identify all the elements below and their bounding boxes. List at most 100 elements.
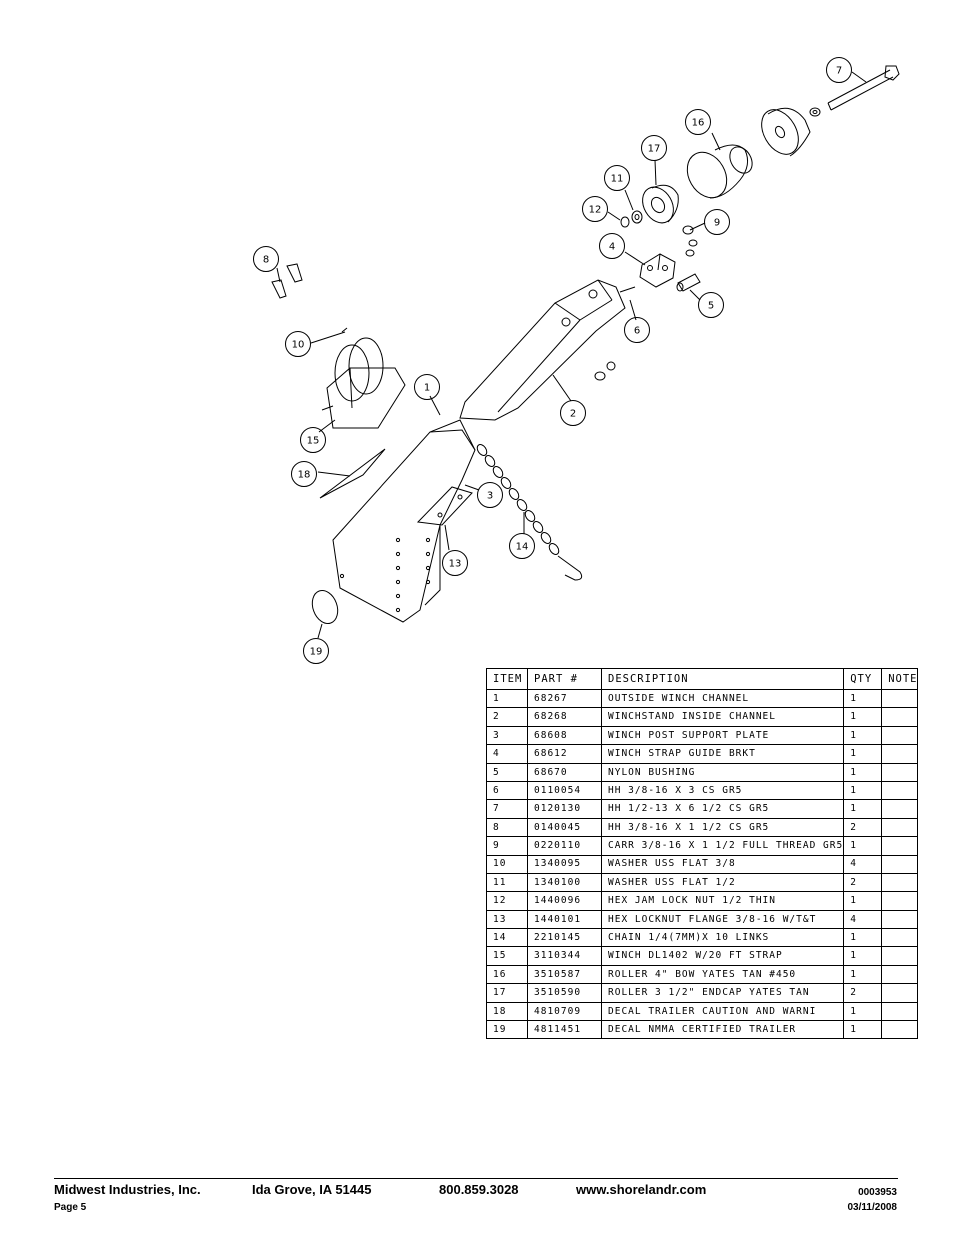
part-11-12-washer-nut [620,210,643,228]
table-cell-qty: 1 [843,946,883,966]
table-cell-qty: 1 [843,762,883,782]
table-cell-part: 3510587 [527,964,602,985]
callout-14: 14 [509,533,535,559]
table-cell-item: 12 [486,891,528,911]
table-cell-qty: 2 [843,983,883,1003]
svg-text:6: 6 [634,326,640,337]
table-cell-note [881,946,919,966]
table-cell-note [881,1020,919,1040]
callout-11: 11 [604,165,630,191]
part-1-outside-channel [332,419,476,623]
svg-text:1: 1 [424,383,430,394]
table-cell-item: 6 [486,780,528,801]
table-cell-part: 1340100 [527,872,602,893]
table-cell-part: 1340095 [527,854,602,874]
column-header-note: NOTE [881,668,919,690]
table-cell-qty: 2 [843,817,883,838]
table-cell-part: 2210145 [527,928,602,948]
table-cell-description: CHAIN 1/4(7MM)X 10 LINKS [600,928,845,948]
part-9-carriage-bolt [682,225,698,257]
table-cell-note [881,891,919,911]
table-cell-description: HEX JAM LOCK NUT 1/2 THIN [600,891,845,911]
table-cell-item: 18 [486,1001,528,1022]
callout-9: 9 [704,209,730,235]
leader-lines [276,71,867,639]
table-cell-part: 4810709 [527,1001,602,1022]
footer-page-number: Page 5 [54,1202,87,1213]
part-18-decal [319,448,386,499]
callout-17: 17 [641,135,667,161]
table-cell-description: WINCH STRAP GUIDE BRKT [600,744,845,764]
table-cell-part: 4811451 [527,1020,602,1040]
callout-3: 3 [477,482,503,508]
table-cell-item: 11 [486,872,528,893]
table-cell-note [881,872,919,893]
column-header-item: ITEM [486,668,528,690]
callout-8: 8 [253,246,279,272]
part-4-strap-guide-bracket [639,253,676,288]
table-cell-part: 0140045 [527,817,602,838]
table-cell-qty: 1 [843,799,883,819]
part-15-winch [321,327,406,429]
svg-text:18: 18 [298,470,311,481]
table-cell-part: 68268 [527,707,602,727]
footer-doc-number: 0003953 [858,1187,897,1198]
table-cell-note [881,817,919,838]
table-cell-qty: 1 [843,725,883,746]
callout-2: 2 [560,400,586,426]
svg-text:12: 12 [589,205,602,216]
svg-text:19: 19 [310,647,323,658]
table-cell-qty: 1 [843,928,883,948]
part-2-inside-channel [459,279,636,421]
callout-7: 7 [826,57,852,83]
table-cell-note [881,909,919,930]
table-cell-item: 2 [486,707,528,727]
table-cell-note [881,725,919,746]
table-cell-description: NYLON BUSHING [600,762,845,782]
table-cell-qty: 1 [843,744,883,764]
table-cell-description: DECAL NMMA CERTIFIED TRAILER [600,1020,845,1040]
column-header-description: DESCRIPTION [600,668,845,690]
table-cell-qty: 1 [843,1001,883,1022]
svg-text:2: 2 [570,409,576,420]
table-cell-item: 1 [486,688,528,709]
table-cell-note [881,836,919,856]
part-16-bow-roller [686,107,811,199]
footer-location: Ida Grove, IA 51445 [252,1182,372,1197]
table-cell-description: ROLLER 3 1/2" ENDCAP YATES TAN [600,983,845,1003]
callout-12: 12 [582,196,608,222]
table-cell-qty: 2 [843,872,883,893]
table-cell-part: 3510590 [527,983,602,1003]
part-5-nylon-bushing [676,273,701,292]
table-cell-qty: 1 [843,964,883,985]
svg-text:17: 17 [648,144,661,155]
callout-1: 1 [414,374,440,400]
table-cell-description: WINCHSTAND INSIDE CHANNEL [600,707,845,727]
part-17-endcap-roller [642,184,679,224]
callout-16: 16 [685,109,711,135]
table-cell-note [881,707,919,727]
footer-website: www.shorelandr.com [576,1182,707,1197]
table-cell-item: 9 [486,836,528,856]
table-cell-item: 14 [486,928,528,948]
svg-text:5: 5 [708,301,714,312]
table-cell-description: WINCH DL1402 W/20 FT STRAP [600,946,845,966]
table-cell-qty: 4 [843,909,883,930]
footer-phone: 800.859.3028 [439,1182,519,1197]
footer-date: 03/11/2008 [847,1202,898,1213]
table-cell-description: WASHER USS FLAT 1/2 [600,872,845,893]
table-cell-qty: 1 [843,707,883,727]
callout-10: 10 [285,331,311,357]
table-cell-qty: 1 [843,780,883,801]
table-cell-item: 5 [486,762,528,782]
